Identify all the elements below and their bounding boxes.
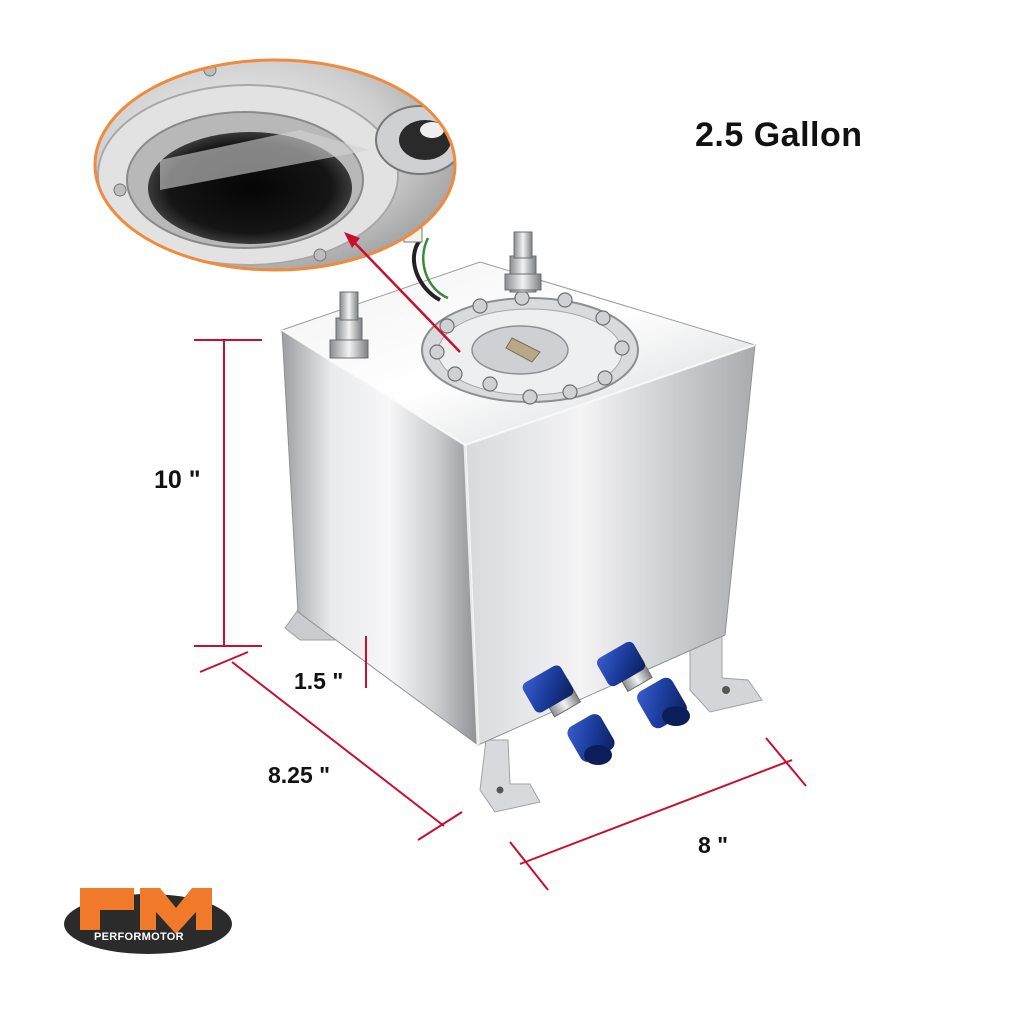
front-mount-foot [479,739,541,813]
top-fitting-right [504,231,542,293]
zoom-ring [93,58,457,272]
dimension-lines [194,339,807,891]
logo-text: PERFORMOTOR [94,931,184,943]
depth-dimension-line [231,661,445,827]
mount-hole [722,686,730,694]
zoom-pointer-arrow [344,232,461,353]
fuel-tank [280,227,763,813]
flange-bolts [429,290,630,405]
sender-wiring [412,238,442,302]
height-label: 10 " [154,466,201,494]
zoom-inset [93,58,457,272]
foot-height-label: 1.5 " [294,668,344,694]
mount-hole [496,786,504,794]
capacity-title: 2.5 Gallon [695,116,863,154]
outlet-fitting-right [597,641,690,729]
performotor-logo [64,888,232,954]
depth-label: 8.25 " [268,762,331,788]
width-label: 8 " [698,832,729,858]
outlet-fitting-left [522,665,615,765]
width-dimension-line [519,759,793,865]
right-mount-foot [689,631,763,713]
top-fitting-left [329,291,369,359]
